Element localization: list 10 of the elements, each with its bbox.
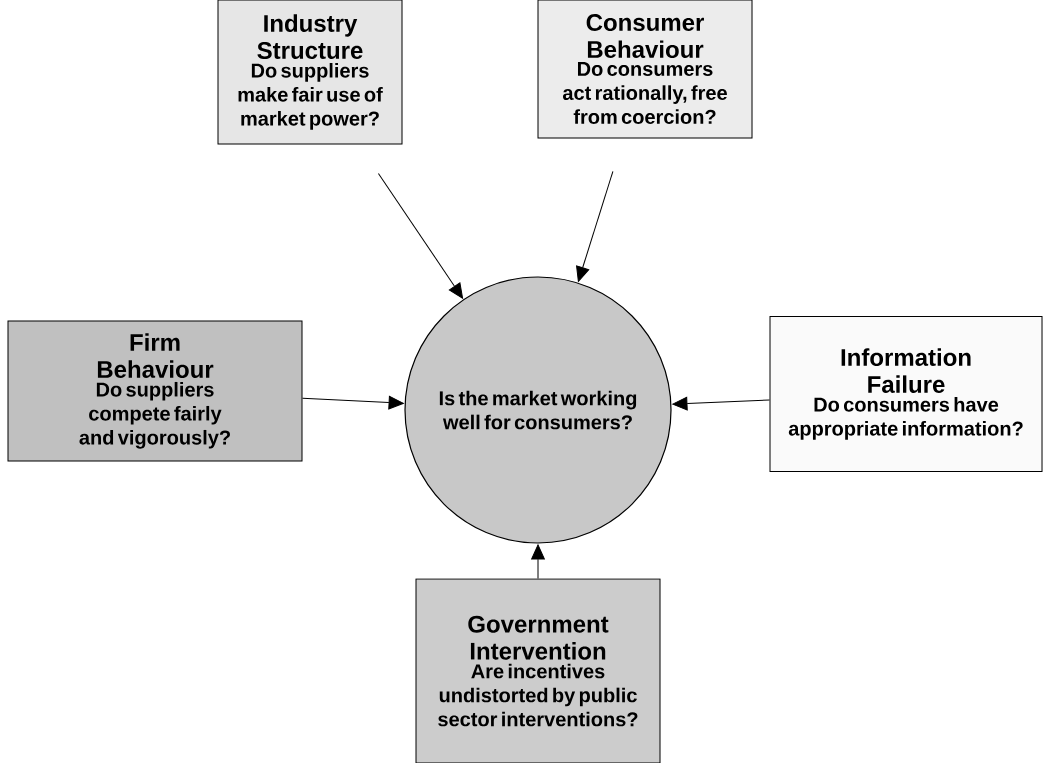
- arrow: [576, 170, 614, 282]
- question-box: Firm Behaviour Do suppliers compete fairly and vigorously?: [7, 320, 303, 462]
- arrow: [531, 544, 545, 579]
- question-box: Consumer Behaviour Do consumers act rationally, free from coercion?: [537, 0, 753, 139]
- question-box: Industry Structure Do suppliers make fair use of market power?: [217, 0, 403, 145]
- arrow: [377, 172, 464, 299]
- question-box: Government Intervention Are incentives undistorted by public sector interventions?: [415, 578, 661, 763]
- arrow: [672, 396, 770, 411]
- arrow: [302, 395, 404, 410]
- question-box: Information Failure Do consumers have appropriate information?: [769, 316, 1043, 472]
